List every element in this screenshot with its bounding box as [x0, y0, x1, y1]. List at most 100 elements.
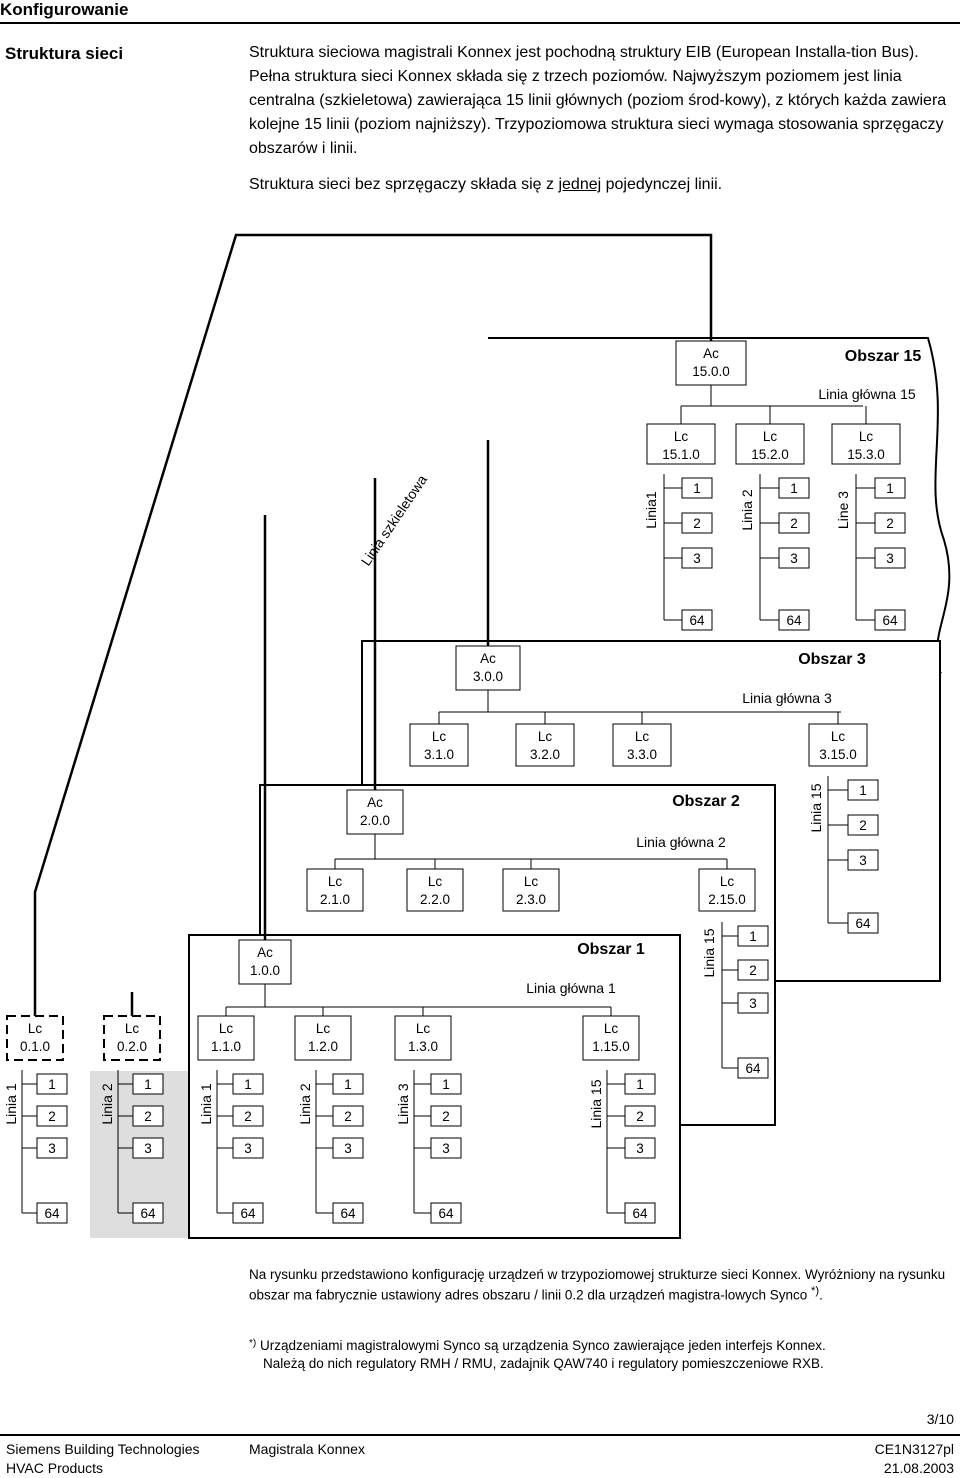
area-15-coupler-type: Ac	[703, 346, 719, 361]
line-coupler-1-2-address: 1.2.0	[308, 1039, 338, 1054]
area-15-line-2-device-1	[778, 477, 810, 499]
intro-p2-end: pojedynczej linii.	[601, 176, 723, 193]
area-0-line-2-device-1-label: 1	[144, 1077, 152, 1092]
area-1-line-15-device-1	[624, 1073, 656, 1095]
footer-document-code: CE1N3127pl	[874, 1441, 954, 1457]
area-3-title: Obszar 3	[798, 651, 866, 668]
area-1-line-1-label: Linia 1	[198, 1083, 214, 1124]
line-coupler-2-1	[306, 868, 364, 912]
area-3-line-15-device-2	[847, 814, 879, 836]
area-15-coupler	[675, 340, 747, 386]
line-coupler-2-3-type: Lc	[524, 874, 539, 889]
area-1-line-2-device-2	[332, 1105, 364, 1127]
area-15-title: Obszar 15	[845, 348, 922, 365]
line-coupler-1-4-address: 1.15.0	[592, 1039, 630, 1054]
line-coupler-15-2-address: 15.2.0	[751, 447, 789, 462]
area-3-line-15-device-3-label: 3	[859, 853, 867, 868]
line-coupler-15-3-type: Lc	[859, 429, 874, 444]
area-1-line-3-device-2-label: 2	[442, 1109, 450, 1124]
area-1-line-2-device-3	[332, 1137, 364, 1159]
line-coupler-15-1	[646, 423, 716, 465]
area-1-main-line-label: Linia główna 1	[526, 980, 616, 996]
line-coupler-2-4-address: 2.15.0	[708, 892, 746, 907]
line-coupler-0-1-address: 0.1.0	[20, 1039, 50, 1054]
line-coupler-0-1-type: Lc	[28, 1021, 43, 1036]
line-coupler-1-2-type: Lc	[316, 1021, 331, 1036]
area-15-line-3-device-2	[874, 512, 906, 534]
line-coupler-3-2-type: Lc	[538, 729, 553, 744]
line-coupler-3-4-address: 3.15.0	[819, 747, 857, 762]
line-coupler-2-4	[698, 868, 756, 912]
footer-rule	[0, 1434, 960, 1436]
area-3-line-15-device-1-label: 1	[859, 783, 867, 798]
area-0-line-2-device-1	[132, 1073, 164, 1095]
page-number: 3/10	[926, 1411, 954, 1427]
area-15-line-1-device-64-label: 64	[689, 613, 705, 628]
area-0-line-1-device-2	[36, 1105, 68, 1127]
line-coupler-3-1-type: Lc	[432, 729, 447, 744]
side-topic: Struktura sieci	[5, 44, 124, 63]
area-1-line-3-label: Linia 3	[395, 1083, 411, 1124]
area-1-line-3-device-64	[430, 1202, 462, 1224]
area-3-coupler-address: 3.0.0	[473, 669, 503, 684]
area-1-line-15-device-3-label: 3	[636, 1141, 644, 1156]
area-0-line-1-device-1-label: 1	[48, 1077, 56, 1092]
area-2-line-15-device-3-label: 3	[749, 996, 757, 1011]
line-coupler-0-1	[6, 1015, 64, 1061]
area-3-line-15-device-2-label: 2	[859, 818, 867, 833]
line-coupler-2-3-address: 2.3.0	[516, 892, 546, 907]
area-15-line-1-device-3	[681, 547, 713, 569]
area-0-line-2-device-64-label: 64	[140, 1206, 156, 1221]
area-1-line-1-device-1-label: 1	[244, 1077, 252, 1092]
area-1-line-3-device-1-label: 1	[442, 1077, 450, 1092]
line-coupler-15-1-address: 15.1.0	[662, 447, 700, 462]
footer-date: 21.08.2003	[883, 1460, 954, 1476]
line-coupler-15-2-type: Lc	[763, 429, 778, 444]
intro-p2-start: Struktura sieci bez sprzęgaczy składa si…	[249, 176, 559, 193]
area-2-line-15-label: Linia 15	[701, 928, 717, 977]
area-2-title: Obszar 2	[672, 793, 740, 810]
area-15-line-1-label: Linia1	[643, 491, 659, 529]
area-2-line-15-device-64	[737, 1057, 769, 1079]
area-1-title: Obszar 1	[577, 941, 645, 958]
area-15-line-2-device-1-label: 1	[790, 481, 798, 496]
line-coupler-3-4	[808, 723, 868, 767]
area-1-coupler-address: 1.0.0	[250, 963, 280, 978]
line-coupler-1-4	[582, 1015, 640, 1061]
area-15-line-3-label: Line 3	[835, 491, 851, 529]
area-1-line-1-device-2	[232, 1105, 264, 1127]
area-1-line-3-device-1	[430, 1073, 462, 1095]
line-coupler-3-3-type: Lc	[635, 729, 650, 744]
footer-document-title: Magistrala Konnex	[249, 1441, 365, 1457]
line-coupler-2-1-type: Lc	[328, 874, 343, 889]
area-15-line-2-device-3-label: 3	[790, 551, 798, 566]
area-15-line-1-device-3-label: 3	[693, 551, 701, 566]
line-coupler-3-2-address: 3.2.0	[530, 747, 560, 762]
line-coupler-3-3	[612, 723, 672, 767]
area-0-line-2-label: Linia 2	[99, 1083, 115, 1124]
line-coupler-2-4-type: Lc	[720, 874, 735, 889]
area-2-line-15-device-3	[737, 992, 769, 1014]
area-1-line-3-device-3-label: 3	[442, 1141, 450, 1156]
area-1-line-1-device-64-label: 64	[240, 1206, 256, 1221]
line-coupler-15-3-address: 15.3.0	[847, 447, 885, 462]
area-1-line-2-device-3-label: 3	[344, 1141, 352, 1156]
area-15-line-1-device-1	[681, 477, 713, 499]
area-1-line-2-device-1	[332, 1073, 364, 1095]
figure-caption: Na rysunku przedstawiono konfigurację ur…	[249, 1266, 954, 1304]
area-15-line-2-device-2-label: 2	[790, 516, 798, 531]
section-title: Konfigurowanie	[0, 0, 129, 19]
footer-company: Siemens Building Technologies	[6, 1441, 200, 1457]
area-15-line-1-device-2	[681, 512, 713, 534]
area-2-main-line-label: Linia główna 2	[636, 834, 726, 850]
area-15-line-3-device-1	[874, 477, 906, 499]
line-coupler-2-2-address: 2.2.0	[420, 892, 450, 907]
line-coupler-3-3-address: 3.3.0	[627, 747, 657, 762]
area-15-line-2-device-2	[778, 512, 810, 534]
intro-paragraph-1: Struktura sieciowa magistrali Konnex jes…	[249, 44, 947, 157]
line-coupler-3-1	[409, 723, 469, 767]
area-1-line-2-device-1-label: 1	[344, 1077, 352, 1092]
line-coupler-1-1-type: Lc	[219, 1021, 234, 1036]
line-coupler-3-2	[515, 723, 575, 767]
